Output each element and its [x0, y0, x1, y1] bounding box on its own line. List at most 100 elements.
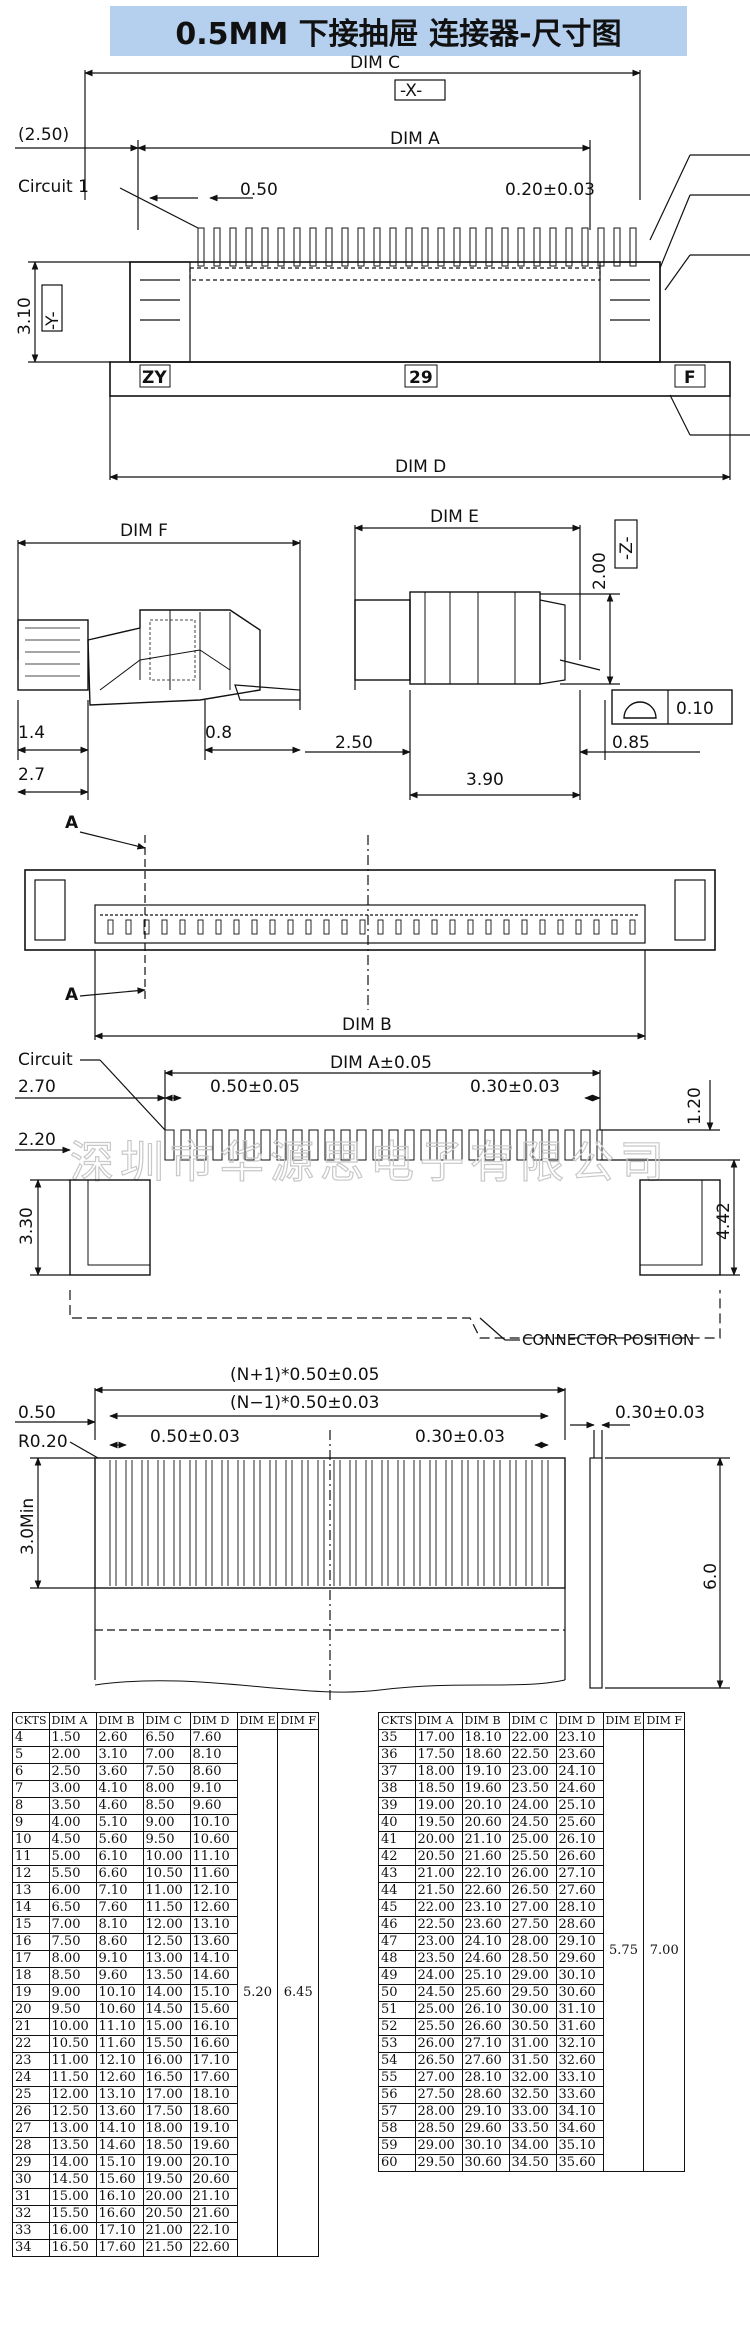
dim-2-50: 2.50 [335, 733, 373, 753]
table-cell: 6.00 [48, 1882, 97, 1900]
table-cell: 14.60 [189, 1967, 238, 1985]
table-cell: 34.60 [555, 2120, 604, 2138]
table-cell: 23.10 [555, 1729, 604, 1747]
table-cell: 7.50 [142, 1763, 191, 1781]
table-cell: 60 [378, 2154, 416, 2172]
table-cell: 6.60 [95, 1865, 144, 1883]
table-cell: 24.10 [461, 1933, 510, 1951]
table-cell: 16.00 [48, 2222, 97, 2240]
table-cell: 1.50 [48, 1729, 97, 1747]
table-cell: 38 [378, 1780, 416, 1798]
table-cell: 22.00 [508, 1729, 557, 1747]
min-length-label: 3.0Min [18, 1498, 38, 1555]
table-cell: 26.50 [508, 1882, 557, 1900]
table-cell: 18.50 [414, 1780, 463, 1798]
table-cell: 20.60 [461, 1814, 510, 1832]
table-cell: 27.00 [508, 1899, 557, 1917]
mark-29: 29 [409, 368, 433, 388]
table-cell: 6.10 [95, 1848, 144, 1866]
drawing-canvas: DIM C -X- (2.50) DIM A Circuit 1 0.50 0.… [15, 53, 750, 1700]
table-cell: 4 [12, 1729, 50, 1747]
table-cell: 8.50 [48, 1967, 97, 1985]
table-cell: 11.50 [142, 1899, 191, 1917]
table-cell: 13.50 [48, 2137, 97, 2155]
table-cell: 27.60 [555, 1882, 604, 1900]
table-header: DIM C [508, 1712, 557, 1730]
table-cell: 9.10 [95, 1950, 144, 1968]
table-cell: 26 [12, 2103, 50, 2121]
table-cell: 30.10 [555, 1967, 604, 1985]
table-cell-merged: 7.00 [643, 1729, 686, 2172]
table-cell: 19.50 [414, 1814, 463, 1832]
table-cell: 24.00 [508, 1797, 557, 1815]
table-cell: 20.50 [142, 2205, 191, 2223]
table-cell: 54 [378, 2052, 416, 2070]
section-a-bottom: A [65, 985, 79, 1005]
fpc-fingers [109, 1460, 549, 1586]
dim-6-0: 6.0 [701, 1563, 721, 1590]
table-cell: 16.60 [95, 2205, 144, 2223]
dim-3-90: 3.90 [466, 770, 504, 790]
table-cell: 7.60 [95, 1899, 144, 1917]
table-cell: 25.50 [508, 1848, 557, 1866]
table-cell: 15.00 [48, 2188, 97, 2206]
table-cell: 25.50 [414, 2018, 463, 2036]
table-cell: 26.00 [508, 1865, 557, 1883]
table-cell: 13.60 [95, 2103, 144, 2121]
table-cell: 31 [12, 2188, 50, 2206]
table-cell: 51 [378, 2001, 416, 2019]
table-cell: 23.10 [461, 1899, 510, 1917]
table-cell: 2.50 [48, 1763, 97, 1781]
table-cell: 21.10 [461, 1831, 510, 1849]
y-datum: -Y- [43, 311, 63, 330]
table-cell: 5.00 [48, 1848, 97, 1866]
table-cell-merged: 5.20 [236, 1729, 279, 2257]
dim-0-85: 0.85 [612, 733, 650, 753]
table-cell: 16.50 [48, 2239, 97, 2257]
table-cell: 26.50 [414, 2052, 463, 2070]
table-cell: 17.00 [142, 2086, 191, 2104]
table-cell: 3.50 [48, 1797, 97, 1815]
table-cell: 17.50 [414, 1746, 463, 1764]
table-cell: 9.50 [48, 2001, 97, 2019]
table-cell: 31.10 [555, 2001, 604, 2019]
table-cell: 21.60 [189, 2205, 238, 2223]
table-cell: 15.60 [189, 2001, 238, 2019]
table-cell: 20.00 [414, 1831, 463, 1849]
table-header: DIM E [602, 1712, 645, 1730]
table-cell: 16 [12, 1933, 50, 1951]
x-datum: -X- [400, 81, 422, 101]
table-cell: 15.50 [142, 2035, 191, 2053]
table-cell: 8.60 [189, 1763, 238, 1781]
pcb-pads [164, 1129, 603, 1161]
dim-0-50: 0.50 [18, 1403, 56, 1423]
table-cell: 12.60 [95, 2069, 144, 2087]
table-cell: 21 [12, 2018, 50, 2036]
table-cell: 16.10 [95, 2188, 144, 2206]
table-cell: 34 [12, 2239, 50, 2257]
top-view: DIM C -X- (2.50) DIM A Circuit 1 0.50 0.… [15, 53, 750, 481]
dim-a-label: DIM A [390, 129, 440, 149]
table-cell: 18.60 [189, 2103, 238, 2121]
table-cell: 30.10 [461, 2137, 510, 2155]
table-cell: 6.50 [142, 1729, 191, 1747]
table-cell: 17.60 [189, 2069, 238, 2087]
table-cell: 10.10 [95, 1984, 144, 2002]
table-cell: 18.10 [189, 2086, 238, 2104]
table-cell: 19.00 [414, 1797, 463, 1815]
dim-2-20: 2.20 [18, 1130, 56, 1150]
table-cell: 25.10 [461, 1967, 510, 1985]
dim-a-tol-label: DIM A±0.05 [330, 1053, 432, 1073]
n-minus-label: (N−1)*0.50±0.03 [230, 1393, 380, 1413]
table-cell-merged: 5.75 [602, 1729, 645, 2172]
table-cell: 11.60 [189, 1865, 238, 1883]
table-cell: 26.00 [414, 2035, 463, 2053]
table-cell: 28.60 [461, 2086, 510, 2104]
